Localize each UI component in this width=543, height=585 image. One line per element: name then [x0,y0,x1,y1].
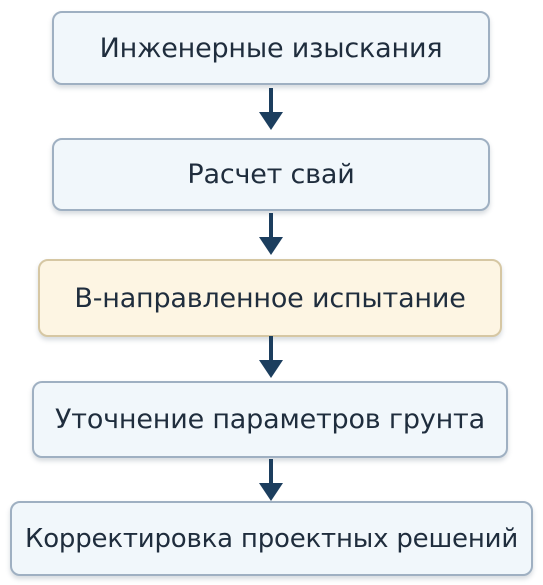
step-pile-calculation: Расчет свай [52,138,490,211]
down-arrow-icon [259,336,283,378]
down-arrow-icon [259,88,283,130]
step-label: Расчет свай [187,159,355,190]
step-directional-test: В-направленное испытание [38,259,502,337]
step-soil-parameters-refinement: Уточнение параметров грунта [32,381,508,458]
step-label: В-направленное испытание [74,282,466,314]
step-label: Корректировка проектных решений [24,523,519,554]
step-engineering-surveys: Инженерные изыскания [52,11,490,85]
step-label: Уточнение параметров грунта [55,404,485,435]
step-design-adjustment: Корректировка проектных решений [10,501,533,576]
down-arrow-icon [259,459,283,501]
step-label: Инженерные изыскания [99,32,443,64]
down-arrow-icon [259,213,283,255]
